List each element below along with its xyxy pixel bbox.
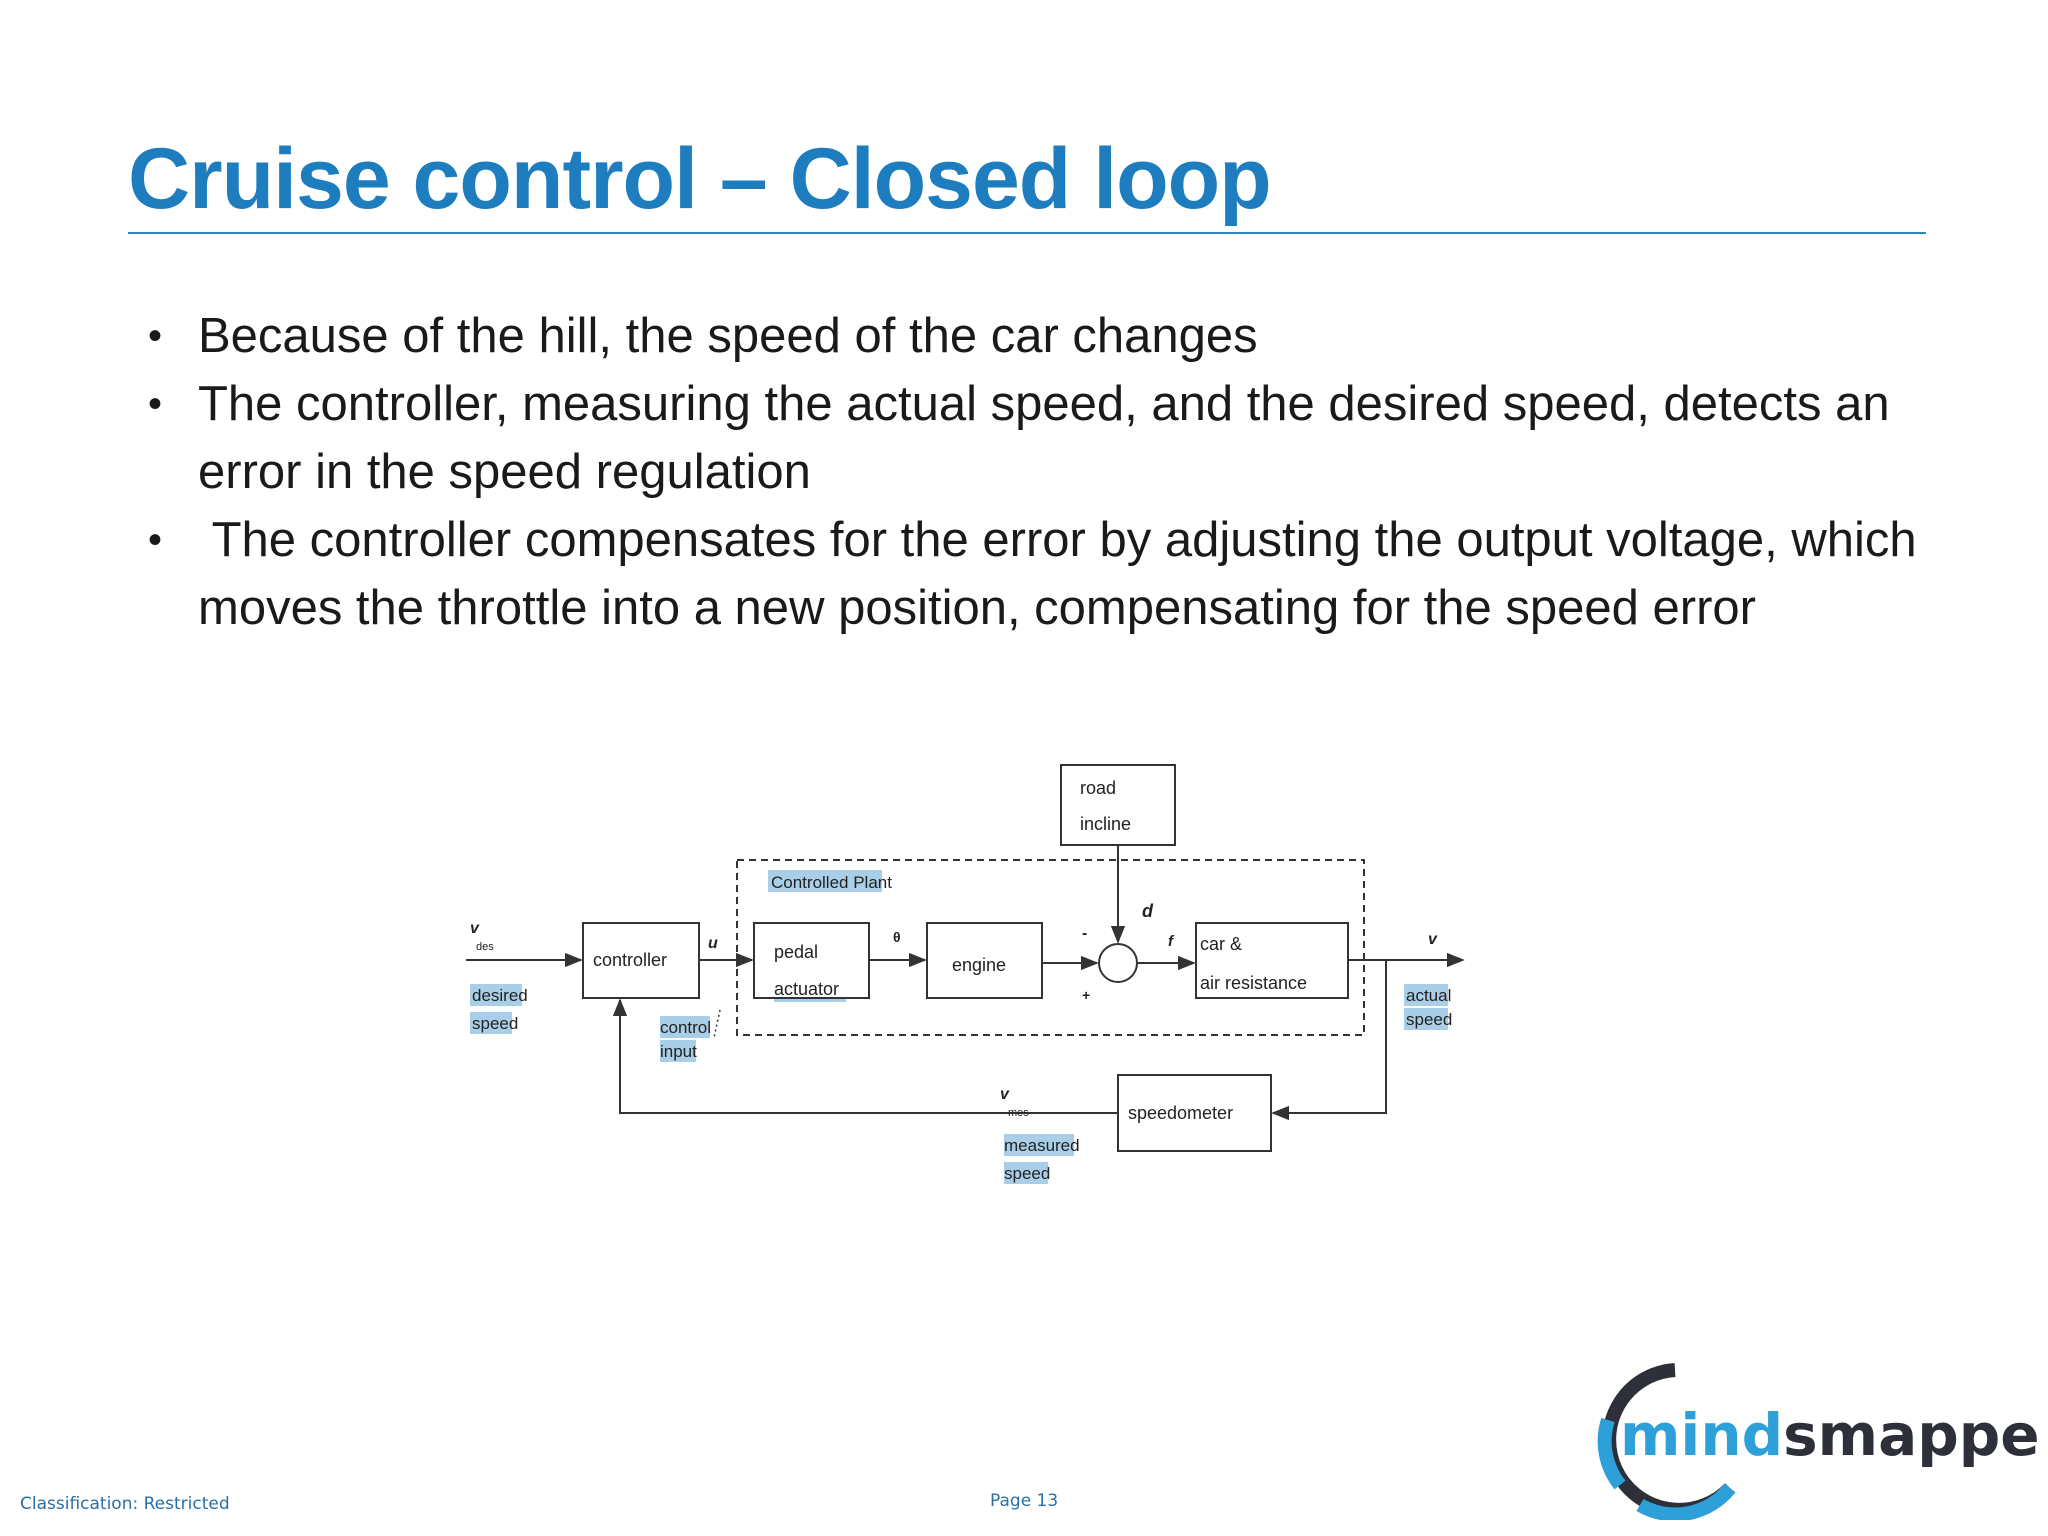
vdes-subscript: des bbox=[476, 941, 494, 953]
road-label: road bbox=[1080, 778, 1116, 798]
air-resistance-label: air resistance bbox=[1200, 973, 1307, 993]
summing-junction bbox=[1098, 943, 1138, 983]
theta-symbol: θ bbox=[893, 929, 901, 945]
u-symbol: u bbox=[708, 935, 718, 952]
bullet-dot-icon: • bbox=[148, 314, 163, 358]
measured-label: measured bbox=[1004, 1136, 1080, 1155]
logo-wordmark: mindsmapped bbox=[1620, 1401, 2040, 1469]
logo-ring-blue-left bbox=[1597, 1417, 1626, 1490]
vmes-subscript: mes bbox=[1008, 1107, 1029, 1119]
engine-label: engine bbox=[952, 955, 1006, 975]
v-output-symbol: v bbox=[1428, 931, 1438, 948]
bullet-item: • The controller, measuring the actual sp… bbox=[140, 370, 1940, 506]
road-incline-box bbox=[1060, 764, 1176, 846]
d-symbol: d bbox=[1142, 901, 1154, 921]
text-highlights bbox=[470, 870, 1448, 1184]
input-label: input bbox=[660, 1042, 697, 1061]
feedback-to-speedometer bbox=[1271, 960, 1387, 1121]
desired-label: desired bbox=[472, 986, 528, 1005]
vmes-symbol: v bbox=[1000, 1086, 1010, 1103]
incline-label: incline bbox=[1080, 814, 1131, 834]
logo-ring-blue-bottom bbox=[1636, 1483, 1736, 1520]
bullet-text: The controller compensates for the error… bbox=[198, 513, 1931, 635]
bullet-dot-icon: • bbox=[148, 518, 163, 562]
minus-symbol: - bbox=[1082, 925, 1087, 942]
desired-speed-label: speed bbox=[472, 1014, 518, 1033]
measured-speed-label: speed bbox=[1004, 1164, 1050, 1183]
plus-symbol: + bbox=[1082, 987, 1090, 1003]
controlled-plant-region bbox=[736, 859, 1365, 1036]
bullet-dot-icon: • bbox=[148, 382, 163, 426]
control-label: control bbox=[660, 1018, 711, 1037]
bullet-item: • Because of the hill, the speed of the c… bbox=[140, 302, 1940, 370]
page-number: Page 13 bbox=[990, 1491, 1059, 1511]
speedometer-label: speedometer bbox=[1128, 1103, 1233, 1123]
car-label: car & bbox=[1200, 934, 1242, 954]
vmes-feedback-arrow bbox=[612, 998, 1118, 1114]
engine-box bbox=[926, 922, 1043, 999]
actual-label: actual bbox=[1406, 986, 1451, 1005]
bullet-list: • Because of the hill, the speed of the c… bbox=[140, 302, 1940, 642]
bullet-text: The controller, measuring the actual spe… bbox=[198, 377, 1890, 499]
slide-title: Cruise control – Closed loop bbox=[128, 131, 1272, 227]
title-divider bbox=[128, 232, 1926, 234]
actual-speed-label: speed bbox=[1406, 1010, 1452, 1029]
logo-s: s bbox=[1783, 1401, 1818, 1469]
logo-svg: mindsmapped bbox=[1597, 1363, 2040, 1520]
f-symbol: f bbox=[1168, 933, 1175, 950]
controlled-plant-label: Controlled Plant bbox=[771, 873, 892, 892]
classification-label: Classification: Restricted bbox=[20, 1494, 230, 1514]
control-input-leader bbox=[713, 1009, 721, 1039]
mindsmapped-logo: mindsmapped bbox=[1580, 1360, 2040, 1520]
logo-mind: mind bbox=[1620, 1401, 1783, 1469]
controller-box bbox=[582, 922, 700, 999]
block-diagram: road incline Controlled Plant controller… bbox=[120, 720, 1920, 1240]
logo-mapped: mapped bbox=[1818, 1401, 2040, 1469]
controller-label: controller bbox=[593, 950, 667, 970]
signal-lines bbox=[466, 845, 1465, 1121]
pedal-label: pedal bbox=[774, 942, 818, 962]
bullet-item: • The controller compensates for the err… bbox=[140, 506, 1940, 642]
vdes-symbol: v bbox=[470, 920, 480, 937]
pedal-actuator-box bbox=[753, 922, 870, 999]
block-diagram-svg: road incline Controlled Plant controller… bbox=[466, 764, 1465, 1184]
speedometer-box bbox=[1117, 1074, 1272, 1152]
bullet-text: Because of the hill, the speed of the ca… bbox=[198, 309, 1258, 363]
actuator-label: actuator bbox=[774, 979, 839, 999]
